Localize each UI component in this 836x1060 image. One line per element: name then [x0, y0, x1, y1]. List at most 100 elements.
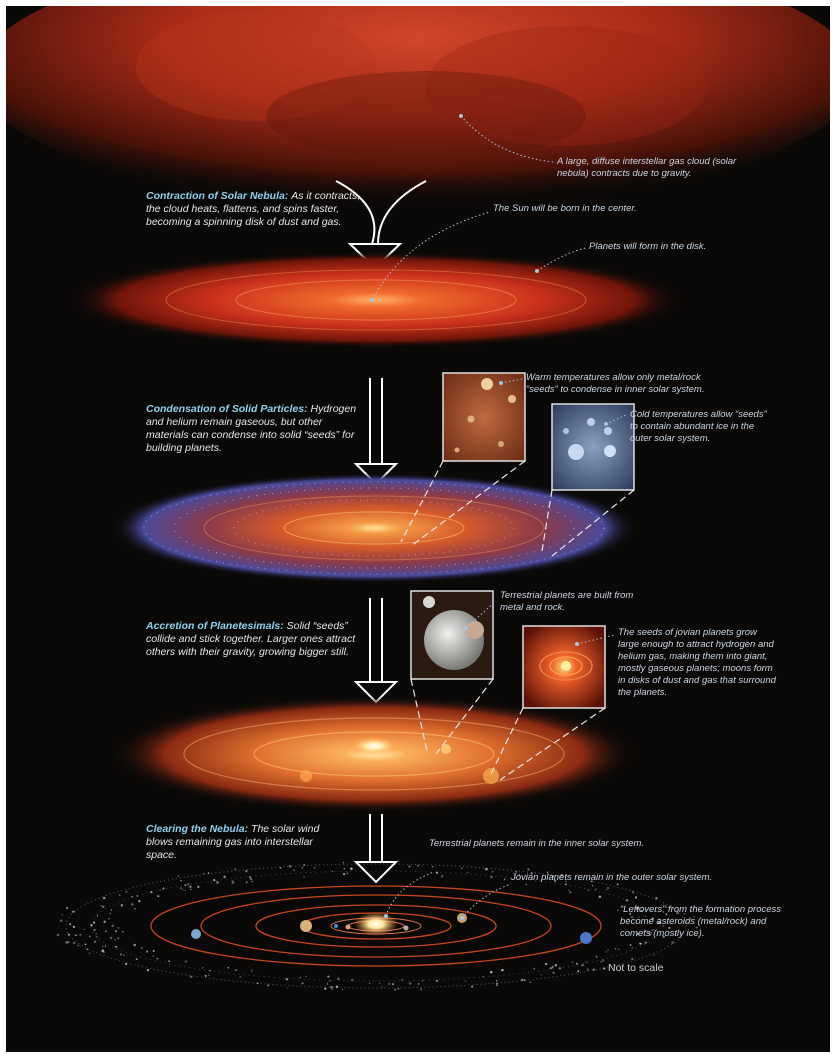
debris-particle — [156, 958, 158, 960]
debris-particle — [408, 982, 412, 985]
debris-particle — [551, 965, 554, 968]
debris-particle — [251, 970, 253, 972]
debris-particle — [301, 867, 303, 869]
debris-particle — [693, 916, 695, 918]
down-arrow-3 — [353, 814, 399, 884]
debris-particle — [190, 888, 192, 891]
debris-particle — [639, 942, 641, 945]
debris-particle — [392, 983, 395, 986]
debris-particle — [110, 909, 113, 911]
annotation-cold-temperatures: Cold temperatures allow “seeds” to conta… — [630, 409, 767, 444]
debris-particle — [592, 968, 596, 971]
debris-particle — [119, 953, 123, 956]
stage-title: Clearing the Nebula: — [146, 823, 249, 835]
debris-particle — [616, 883, 619, 886]
debris-particle — [595, 888, 597, 891]
debris-particle — [631, 957, 634, 961]
debris-particle — [156, 957, 159, 960]
debris-particle — [602, 967, 606, 970]
stage-title: Condensation of Solid Particles: — [146, 403, 308, 415]
debris-particle — [554, 964, 557, 967]
debris-particle — [651, 917, 654, 920]
spinning-disk — [71, 252, 681, 348]
debris-particle — [131, 896, 133, 898]
inset-cold-seeds — [551, 403, 635, 491]
debris-particle — [695, 926, 698, 929]
stage-description: As it contracts, the cloud heats, flatte… — [146, 190, 361, 228]
debris-particle — [495, 979, 498, 982]
inset-terrestrial-planetesimal — [410, 590, 494, 680]
debris-particle — [88, 952, 91, 954]
debris-particle — [638, 916, 640, 919]
debris-particle — [102, 950, 105, 954]
debris-particle — [560, 874, 563, 877]
debris-particle — [558, 967, 562, 970]
debris-particle — [184, 884, 187, 886]
debris-particle — [482, 975, 484, 978]
debris-particle — [659, 918, 661, 920]
debris-particle — [301, 982, 304, 985]
scale-note: Not to scale — [608, 962, 664, 974]
debris-particle — [251, 880, 254, 883]
inset-jovian-seed — [522, 625, 606, 709]
debris-particle — [288, 865, 292, 868]
debris-particle — [662, 935, 665, 938]
debris-particle — [684, 912, 686, 915]
debris-particle — [545, 962, 548, 966]
debris-particle — [177, 875, 180, 877]
debris-particle — [518, 873, 521, 876]
debris-particle — [208, 974, 210, 976]
debris-particle — [644, 941, 647, 944]
debris-particle — [668, 926, 671, 930]
annotation-planets-disk: Planets will form in the disk. — [589, 241, 707, 252]
debris-particle — [96, 936, 98, 938]
debris-particle — [102, 905, 105, 908]
debris-particle — [59, 919, 63, 922]
debris-particle — [73, 941, 76, 945]
debris-particle — [552, 875, 554, 878]
stage-condensation: Condensation of Solid Particles: Hydroge… — [146, 403, 361, 455]
debris-particle — [617, 909, 619, 912]
debris-particle — [231, 880, 234, 883]
debris-particle — [103, 920, 106, 924]
debris-particle — [576, 962, 578, 965]
debris-particle — [231, 883, 233, 885]
debris-particle — [56, 933, 60, 937]
debris-particle — [313, 866, 316, 869]
debris-particle — [496, 982, 499, 985]
debris-particle — [83, 928, 85, 931]
debris-particle — [379, 982, 381, 985]
down-arrow-2 — [353, 598, 399, 704]
planetesimal-disk — [112, 696, 636, 812]
debris-particle — [342, 872, 346, 876]
debris-particle — [182, 889, 184, 891]
debris-particle — [79, 933, 82, 936]
annotation-warm-temperatures: Warm temperatures allow only metal/rock … — [526, 372, 705, 395]
debris-particle — [326, 983, 329, 985]
debris-particle — [540, 974, 542, 976]
debris-particle — [655, 897, 658, 900]
debris-particle — [501, 968, 504, 972]
debris-particle — [105, 930, 107, 933]
debris-particle — [88, 935, 92, 938]
debris-particle — [201, 966, 204, 969]
debris-particle — [461, 867, 463, 869]
stage-description: Solid “seeds” collide and stick together… — [146, 620, 356, 658]
debris-particle — [602, 959, 605, 962]
debris-particle — [71, 911, 74, 913]
debris-particle — [394, 988, 396, 991]
debris-particle — [490, 875, 493, 879]
debris-particle — [286, 987, 288, 989]
debris-particle — [324, 987, 327, 990]
debris-particle — [530, 872, 533, 875]
debris-particle — [104, 945, 107, 947]
debris-particle — [248, 876, 252, 879]
debris-particle — [279, 866, 282, 869]
debris-particle — [431, 866, 434, 868]
debris-particle — [515, 870, 518, 873]
debris-particle — [662, 911, 665, 913]
annotation-jovian-seeds: The seeds of jovian planets grow large e… — [618, 627, 776, 698]
debris-particle — [417, 982, 420, 985]
debris-particle — [207, 872, 210, 874]
debris-particle — [131, 903, 134, 906]
